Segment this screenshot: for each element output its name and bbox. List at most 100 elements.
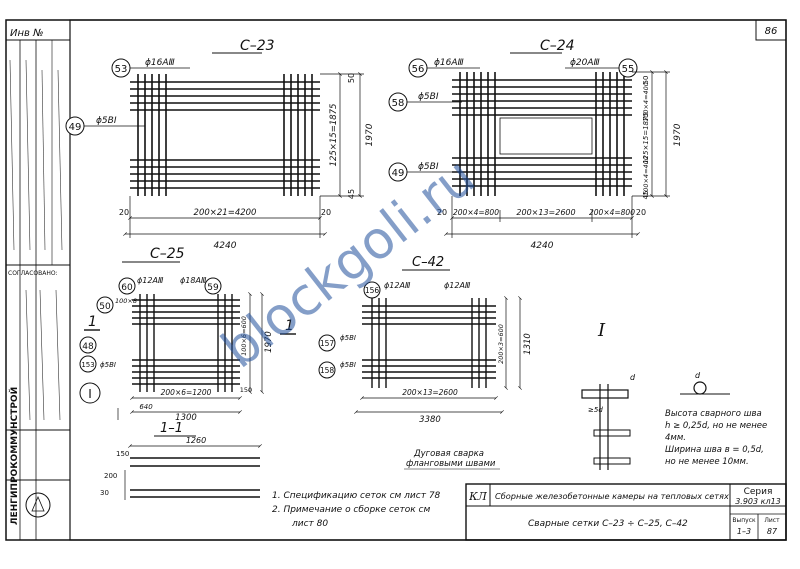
svg-text:45: 45 bbox=[347, 189, 356, 199]
svg-text:20: 20 bbox=[636, 208, 646, 217]
mesh-c23: С–23 53 ϕ16АⅢ 49 ϕ5BⅠ bbox=[65, 38, 375, 251]
detail-roman: I bbox=[597, 320, 606, 341]
weld-detail: I ≥5d d d Дуговая сварка фланговыми швам… bbox=[404, 320, 767, 470]
svg-text:20: 20 bbox=[437, 208, 447, 217]
c24-mark-58: 58 bbox=[392, 98, 405, 109]
svg-text:100×6=600: 100×6=600 bbox=[240, 316, 248, 356]
svg-text:53: 53 bbox=[115, 64, 128, 75]
svg-text:ϕ5BⅠ: ϕ5BⅠ bbox=[340, 361, 356, 369]
c23-dim-height: 1970 bbox=[365, 123, 375, 146]
svg-text:200: 200 bbox=[104, 472, 117, 480]
svg-text:1260: 1260 bbox=[186, 436, 206, 445]
svg-text:Выпуск: Выпуск bbox=[732, 517, 756, 524]
stamp-agreed: СОГЛАСОВАНО: bbox=[8, 270, 58, 277]
c23-dim-middle: 200×21=4200 bbox=[194, 208, 257, 218]
svg-text:640: 640 bbox=[139, 403, 153, 411]
mesh-c25: С–25 60 ϕ12АⅢ ϕ18АⅢ 59 50 100×8 1 48 15 bbox=[79, 246, 296, 423]
left-stamp: Инв № СОГЛАСОВАНО: ЛЕНГИПРОКОММУНСТРОЙ bbox=[6, 28, 70, 540]
c24-mark-55: 55 bbox=[622, 64, 635, 75]
note-3: лист 80 bbox=[291, 519, 328, 529]
c24-dim-total: 4240 bbox=[531, 241, 554, 251]
c42-mark-157: 157 bbox=[320, 339, 335, 348]
weld-width-1: Ширина шва в = 0,5d, bbox=[665, 445, 764, 455]
svg-text:150: 150 bbox=[240, 386, 252, 394]
svg-text:ϕ12АⅢ: ϕ12АⅢ bbox=[137, 276, 164, 285]
c23-title: С–23 bbox=[240, 38, 275, 54]
c23-bar-side: ϕ5BⅠ bbox=[96, 116, 117, 126]
svg-text:200×4=800: 200×4=800 bbox=[589, 208, 635, 217]
weld-width-2: но не менее 10мм. bbox=[665, 457, 749, 467]
svg-text:200×13=2600: 200×13=2600 bbox=[402, 388, 458, 397]
c24-title: С–24 bbox=[540, 38, 575, 54]
c23-vertical-bars bbox=[137, 74, 313, 196]
svg-text:Лист: Лист bbox=[764, 517, 780, 524]
section-1-1: 1–1 1260 150 30 200 bbox=[100, 421, 262, 500]
c24-bar-side-b: ϕ5BⅠ bbox=[418, 162, 439, 172]
weld-height-3: 4мм. bbox=[665, 433, 686, 443]
title-block: КЛ Сборные железобетонные камеры на тепл… bbox=[465, 483, 787, 541]
weld-caption-2: фланговыми швами bbox=[406, 459, 496, 469]
note-2: 2. Примечание о сборке сеток см bbox=[272, 505, 430, 515]
c42-vertical-bars bbox=[371, 298, 487, 388]
svg-text:45: 45 bbox=[642, 191, 650, 200]
svg-text:200×4=800: 200×4=800 bbox=[453, 208, 499, 217]
c25-mark-153: 153 bbox=[81, 361, 94, 369]
stamp-org: ЛЕНГИПРОКОММУНСТРОЙ bbox=[8, 387, 20, 525]
c42-mark-158: 158 bbox=[320, 366, 335, 375]
note-1: 1. Спецификацию сеток см лист 78 bbox=[272, 491, 441, 501]
svg-text:125×15=1875: 125×15=1875 bbox=[642, 112, 650, 164]
svg-text:ϕ5BⅠ: ϕ5BⅠ bbox=[340, 334, 356, 342]
c25-view-label: 1 bbox=[88, 314, 97, 330]
org-seal-icon bbox=[25, 492, 51, 518]
inv-label: Инв № bbox=[10, 28, 44, 39]
svg-text:30: 30 bbox=[100, 489, 109, 497]
title-code: КЛ bbox=[468, 490, 488, 503]
detail-callout-I bbox=[79, 382, 101, 404]
svg-text:d: d bbox=[630, 373, 636, 382]
svg-text:200×3=600: 200×3=600 bbox=[497, 324, 505, 364]
c42-title: С–42 bbox=[412, 255, 444, 270]
svg-text:200×13=2600: 200×13=2600 bbox=[516, 208, 575, 217]
svg-text:87: 87 bbox=[767, 527, 778, 536]
svg-text:100×4=400: 100×4=400 bbox=[642, 82, 650, 122]
c25-vertical-bars bbox=[139, 294, 233, 392]
page-number-box bbox=[755, 19, 787, 41]
svg-text:50: 50 bbox=[642, 76, 650, 85]
svg-text:200×6=1200: 200×6=1200 bbox=[161, 388, 212, 397]
c25-mark-50: 50 bbox=[99, 302, 111, 312]
c42-mark-156: 156 bbox=[365, 286, 380, 295]
c24-bar-top-right: ϕ20АⅢ bbox=[570, 58, 600, 68]
svg-text:ϕ18АⅢ: ϕ18АⅢ bbox=[180, 276, 207, 285]
svg-text:100×8: 100×8 bbox=[115, 297, 137, 305]
svg-text:100×4=400: 100×4=400 bbox=[642, 156, 650, 196]
c23-dim-inner: 125×15=1875 bbox=[329, 104, 339, 167]
svg-text:20: 20 bbox=[119, 208, 129, 217]
c24-dim-height: 1970 bbox=[673, 123, 683, 146]
svg-text:ϕ12АⅢ: ϕ12АⅢ bbox=[444, 281, 471, 290]
svg-text:49: 49 bbox=[69, 122, 82, 133]
weld-caption-1: Дуговая сварка bbox=[413, 449, 484, 459]
svg-text:150: 150 bbox=[116, 450, 129, 458]
svg-text:ϕ12АⅢ: ϕ12АⅢ bbox=[384, 281, 411, 290]
mesh-c42: С–42 156 ϕ12АⅢ ϕ12АⅢ 157 ϕ5BⅠ 158 ϕ5BⅠ 2… bbox=[318, 255, 533, 425]
notes: 1. Спецификацию сеток см лист 78 2. Прим… bbox=[272, 491, 441, 529]
inner-frame bbox=[69, 19, 787, 541]
sheet-caption: Сварные сетки С–23 ÷ С–25, С–42 bbox=[528, 519, 688, 529]
series-label: Серия bbox=[744, 487, 773, 497]
c23-horizontal-bars bbox=[130, 81, 320, 189]
c24-bar-top-left: ϕ16АⅢ bbox=[434, 58, 464, 68]
c25-dim-total: 1300 bbox=[175, 413, 197, 423]
c25-mark-48: 48 bbox=[82, 342, 94, 352]
c24-mark-56: 56 bbox=[412, 64, 425, 75]
c42-horizontal-bars bbox=[362, 305, 496, 379]
c24-vertical-bars bbox=[459, 72, 625, 196]
svg-text:≥5d: ≥5d bbox=[588, 406, 603, 414]
c23-dim-total: 4240 bbox=[214, 241, 237, 251]
c25-horizontal-bars bbox=[132, 299, 240, 385]
c25-mark-60: 60 bbox=[121, 283, 133, 293]
series-value: 3.903 кл13 bbox=[735, 497, 781, 506]
c24-horizontal-bars bbox=[452, 79, 632, 187]
mesh-c24: С–24 56 ϕ16АⅢ 55 ϕ20АⅢ 58 ϕ5BⅠ bbox=[388, 38, 683, 251]
